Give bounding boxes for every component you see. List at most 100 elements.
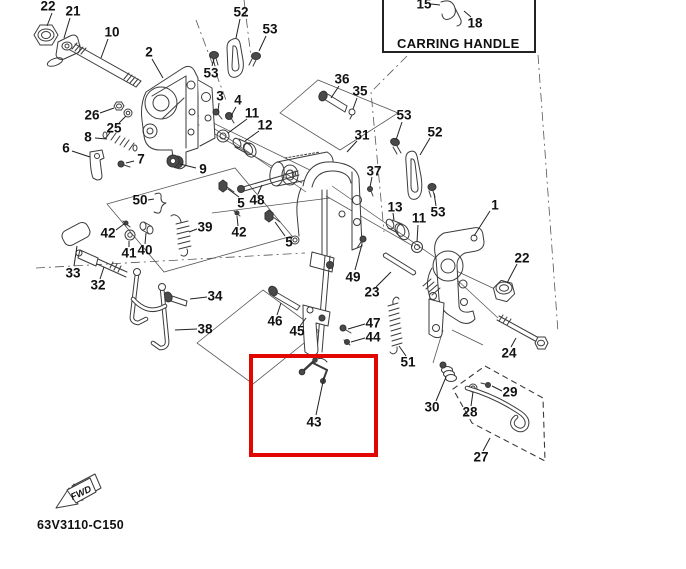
leader-line bbox=[506, 263, 518, 284]
leader-line bbox=[236, 215, 239, 227]
leader-line bbox=[315, 376, 325, 416]
leader-line bbox=[94, 137, 108, 140]
leader-line bbox=[73, 245, 78, 267]
part-label-31: 31 bbox=[354, 128, 370, 143]
leader-line bbox=[147, 198, 155, 201]
part-label-7: 7 bbox=[137, 152, 145, 167]
part-label-41: 41 bbox=[121, 246, 137, 261]
part-label-22: 22 bbox=[514, 251, 529, 266]
part-label-43: 43 bbox=[306, 415, 322, 430]
part-label-53: 53 bbox=[430, 205, 446, 220]
leader-line bbox=[235, 18, 241, 39]
part-label-1: 1 bbox=[491, 198, 499, 213]
part-label-21: 21 bbox=[65, 4, 81, 19]
leader-line bbox=[392, 212, 395, 221]
part-label-48: 48 bbox=[249, 193, 265, 208]
inset-title: CARRING HANDLE bbox=[397, 36, 520, 51]
part-label-23: 23 bbox=[364, 285, 380, 300]
part-label-30: 30 bbox=[424, 400, 439, 415]
part-label-27: 27 bbox=[473, 450, 488, 465]
part-43-clip bbox=[298, 357, 328, 384]
leader-line bbox=[419, 137, 431, 156]
carrying-handle-inset: CARRING HANDLE bbox=[382, 0, 536, 53]
part-label-33: 33 bbox=[65, 266, 81, 281]
leader-line bbox=[435, 376, 447, 402]
leader-line bbox=[71, 150, 91, 158]
leader-line bbox=[144, 232, 147, 245]
part-label-10: 10 bbox=[104, 25, 119, 40]
part-label-18: 18 bbox=[467, 16, 483, 31]
leader-line bbox=[375, 271, 392, 288]
leader-line bbox=[433, 192, 437, 207]
leader-line bbox=[258, 35, 267, 52]
leader-line bbox=[99, 107, 115, 114]
part-code: 63V3110-C150 bbox=[37, 518, 124, 532]
leader-line bbox=[189, 296, 208, 300]
leader-line bbox=[100, 38, 109, 59]
leader-line bbox=[491, 385, 503, 392]
part-label-53: 53 bbox=[262, 22, 278, 37]
part-label-6: 6 bbox=[62, 141, 70, 156]
part-label-29: 29 bbox=[502, 385, 517, 400]
leader-line bbox=[398, 345, 407, 357]
leader-line bbox=[352, 97, 358, 110]
centerlines bbox=[35, 0, 559, 333]
leader-line bbox=[63, 17, 71, 39]
stand-38 bbox=[129, 268, 170, 351]
part-label-22: 22 bbox=[40, 0, 55, 14]
leader-line bbox=[395, 121, 403, 141]
leader-line bbox=[244, 130, 260, 142]
part-label-15: 15 bbox=[416, 0, 432, 12]
leader-line bbox=[188, 228, 198, 233]
part-label-9: 9 bbox=[199, 162, 207, 177]
leader-line bbox=[346, 140, 358, 153]
leader-line bbox=[118, 115, 127, 124]
leader-line bbox=[482, 437, 491, 452]
leader-line bbox=[430, 3, 441, 6]
part-label-2: 2 bbox=[145, 45, 153, 60]
leader-line bbox=[115, 223, 125, 231]
leader-line bbox=[179, 163, 197, 169]
part-label-40: 40 bbox=[137, 243, 152, 258]
part-label-42: 42 bbox=[231, 225, 246, 240]
leader-line bbox=[473, 210, 491, 237]
leader-line bbox=[257, 184, 263, 195]
part-label-5: 5 bbox=[285, 235, 293, 250]
part-label-8: 8 bbox=[84, 130, 92, 145]
part-label-35: 35 bbox=[352, 84, 368, 99]
part-label-39: 39 bbox=[197, 220, 212, 235]
leader-line bbox=[211, 58, 215, 67]
leader-line bbox=[350, 337, 366, 343]
part-label-37: 37 bbox=[366, 164, 381, 179]
part-label-49: 49 bbox=[345, 270, 360, 285]
part-label-4: 4 bbox=[234, 93, 242, 108]
leader-line bbox=[230, 106, 237, 117]
leader-line bbox=[125, 160, 135, 164]
part-label-38: 38 bbox=[197, 322, 213, 337]
part-label-36: 36 bbox=[334, 72, 350, 87]
leader-line bbox=[416, 224, 419, 243]
part-label-51: 51 bbox=[400, 355, 416, 370]
leader-line bbox=[369, 176, 373, 188]
leader-line bbox=[330, 85, 340, 99]
leader-line bbox=[347, 323, 366, 330]
part-label-11: 11 bbox=[245, 106, 260, 121]
leader-line bbox=[46, 12, 53, 27]
part-label-28: 28 bbox=[462, 405, 478, 420]
part-label-46: 46 bbox=[267, 314, 283, 329]
leader-line bbox=[274, 221, 286, 237]
diagram-line-art bbox=[33, 24, 549, 433]
part-label-47: 47 bbox=[365, 316, 380, 331]
part-label-45: 45 bbox=[289, 324, 305, 339]
leader-line bbox=[354, 243, 363, 271]
leader-line bbox=[299, 317, 307, 327]
leader-line bbox=[217, 102, 220, 112]
part-label-13: 13 bbox=[387, 200, 403, 215]
part-label-34: 34 bbox=[207, 289, 223, 304]
part-label-44: 44 bbox=[365, 330, 381, 345]
highlight-box bbox=[249, 354, 378, 457]
panel-27-dashed bbox=[452, 365, 546, 462]
